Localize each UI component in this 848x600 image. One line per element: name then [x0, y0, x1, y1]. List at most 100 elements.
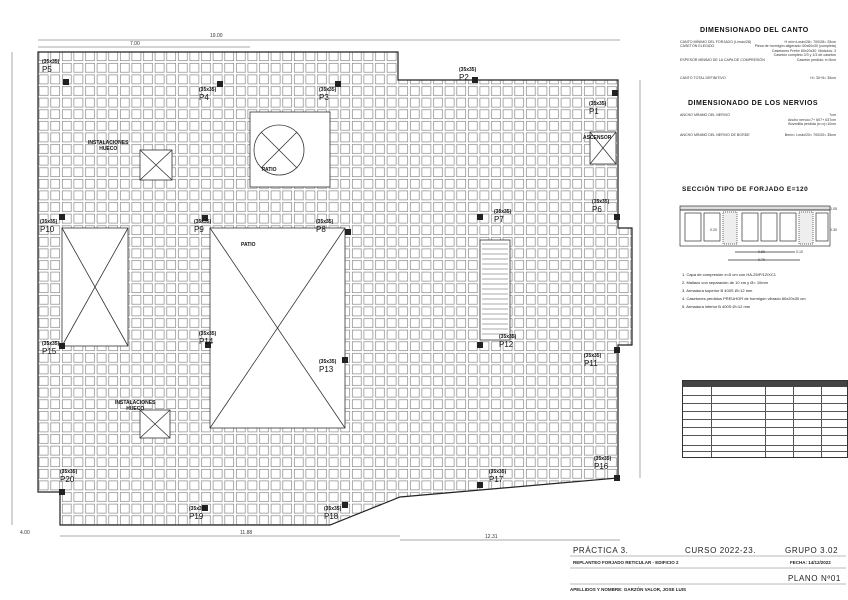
- ascensor-label: ASCENSOR: [583, 135, 612, 141]
- column-p18: [342, 502, 348, 508]
- column-id-label: P7: [494, 215, 504, 224]
- column-id-label: P13: [319, 365, 334, 374]
- column-p20: [59, 489, 65, 495]
- canto-row-value: Casetón perdido: e=5cm: [796, 58, 836, 62]
- dim-label: 0.30: [830, 228, 837, 232]
- canto-row-value: H mín=Lmáx/28= 700/28= 25cm: [784, 40, 836, 44]
- column-id-label: P14: [199, 337, 214, 346]
- canto-row-label: ESPESOR MÍNIMO DE LA CAPA DE COMPRESIÓN: [680, 58, 765, 62]
- column-size-label: (35x35): [40, 219, 58, 225]
- column-p17: [477, 482, 483, 488]
- dimension-bottom-left: 11.88: [240, 530, 253, 536]
- columns: [59, 77, 620, 511]
- column-p5: [63, 79, 69, 85]
- column-p7: [477, 214, 483, 220]
- canto-title: DIMENSIONADO DEL CANTO: [700, 27, 809, 34]
- column-id-label: P16: [594, 462, 609, 471]
- column-id-label: P3: [319, 93, 329, 102]
- fecha-label: FECHA: 14/12/2022: [790, 560, 831, 565]
- subject-label: REPLANTEO FORJADO RETICULAR - EDIFICIO 2: [573, 560, 679, 565]
- column-id-label: P18: [324, 512, 339, 521]
- column-size-label: (35x35): [319, 87, 337, 93]
- column-size-label: (35x35): [60, 469, 78, 475]
- column-p4: [217, 81, 223, 87]
- voids: [61, 111, 617, 439]
- column-id-label: P10: [40, 225, 55, 234]
- curso-label: CURSO 2022-23.: [685, 546, 757, 555]
- canto-row-value: H= 30+5= 35cm: [810, 76, 836, 80]
- column-size-label: (35x35): [592, 199, 610, 205]
- canto-row-label: CANTO MÍNIMO DEL FORJADO (L/máx/28): [680, 40, 752, 44]
- column-id-label: P6: [592, 205, 602, 214]
- column-id-label: P19: [189, 512, 204, 521]
- practica-label: PRÁCTICA 3.: [573, 546, 629, 555]
- nervios-row-value: 7cm Ancho nervio=7+ 607+ 637cm Bovedilla…: [787, 113, 836, 127]
- author-label: APELLIDOS Y NOMBRE: GARZÓN VALOR, JOSE L…: [570, 587, 687, 592]
- section-note: 5. Armadura inferior B 400S Ø=12 mm: [682, 304, 751, 309]
- column-size-label: (35x35): [189, 506, 207, 512]
- column-size-label: (35x35): [494, 209, 512, 215]
- column-p10: [59, 214, 65, 220]
- column-size-label: (35x35): [42, 59, 60, 65]
- dim-label: 0.70: [758, 258, 765, 262]
- column-id-label: P2: [459, 73, 469, 82]
- column-id-label: P4: [199, 93, 209, 102]
- column-id-label: P12: [499, 340, 514, 349]
- column-size-label: (35x35): [594, 456, 612, 462]
- dimension-bottom-right: 12.31: [485, 534, 498, 540]
- column-size-label: (35x35): [459, 67, 477, 73]
- column-size-label: (35x35): [42, 341, 60, 347]
- column-p2: [472, 77, 478, 83]
- slab-section-detail: [679, 205, 831, 261]
- section-note: 3. Armadura superior B 400S Ø=12 mm: [682, 288, 753, 293]
- column-size-label: (35x35): [199, 331, 217, 337]
- patio-small-label: PATIO: [262, 167, 277, 173]
- instalaciones-top-label: INSTALACIONES HUECO: [88, 140, 129, 152]
- nervios-title: DIMENSIONADO DE LOS NERVIOS: [688, 100, 819, 107]
- column-p14: [205, 342, 211, 348]
- column-size-label: (35x35): [316, 219, 334, 225]
- section-note: 2. Mallazo con separación de 10 cm y Ø= …: [682, 280, 768, 285]
- dimension-lines: [11, 39, 641, 541]
- dim-label: 0.20: [710, 228, 717, 232]
- dim-label: 0.60: [758, 250, 765, 254]
- column-p1: [612, 90, 618, 96]
- canto-row-label: CASETÓN ELEGIDO: [680, 44, 715, 48]
- instalaciones-bottom-label: INSTALACIONES HUECO: [115, 400, 156, 412]
- title-block-lines: [570, 555, 846, 585]
- dimension-top-left: 7.00: [130, 41, 140, 47]
- column-id-label: P8: [316, 225, 326, 234]
- column-size-label: (35x35): [499, 334, 517, 340]
- column-p3: [335, 81, 341, 87]
- nervios-row-label: ANCHO MÍNIMO DEL NERVIO DE BORDE: [680, 133, 750, 137]
- summary-table: [682, 380, 848, 458]
- patio-large-label: PATIO: [241, 242, 256, 248]
- section-note: 4. Casetones perdidos PREUHOR de hormigó…: [682, 296, 806, 301]
- column-size-label: (35x35): [589, 101, 607, 107]
- column-p11: [614, 347, 620, 353]
- section-note: 1. Capa de compresión e=5 cm con HA-25/P…: [682, 272, 776, 277]
- column-size-label: (35x35): [324, 506, 342, 512]
- column-size-label: (35x35): [194, 219, 212, 225]
- column-size-label: (35x35): [489, 469, 507, 475]
- dim-label: 0.10: [796, 250, 803, 254]
- dim-label: 0.05: [830, 207, 837, 211]
- dimension-total-width: 19.00: [210, 33, 223, 39]
- column-size-label: (35x35): [319, 359, 337, 365]
- column-p12: [477, 342, 483, 348]
- canto-row-label: CANTO TOTAL DEFINITIVO: [680, 76, 726, 80]
- stair-treads: [482, 243, 508, 335]
- column-p19: [202, 505, 208, 511]
- column-id-label: P9: [194, 225, 204, 234]
- column-id-label: P20: [60, 475, 75, 484]
- column-p13: [342, 357, 348, 363]
- column-id-label: P11: [584, 359, 598, 368]
- nervios-row-label: ANCHO MÍNIMO DEL NERVIO: [680, 113, 730, 117]
- column-id-label: P5: [42, 65, 52, 74]
- column-p16: [614, 475, 620, 481]
- column-size-label: (35x35): [199, 87, 217, 93]
- nervios-row-value: Bmín= Lmáx/20= 700/20= 35cm: [784, 133, 836, 137]
- canto-row-value: Pieza de hormigón aligerado: 60x60x30 (c…: [754, 44, 836, 58]
- column-id-label: P15: [42, 347, 57, 356]
